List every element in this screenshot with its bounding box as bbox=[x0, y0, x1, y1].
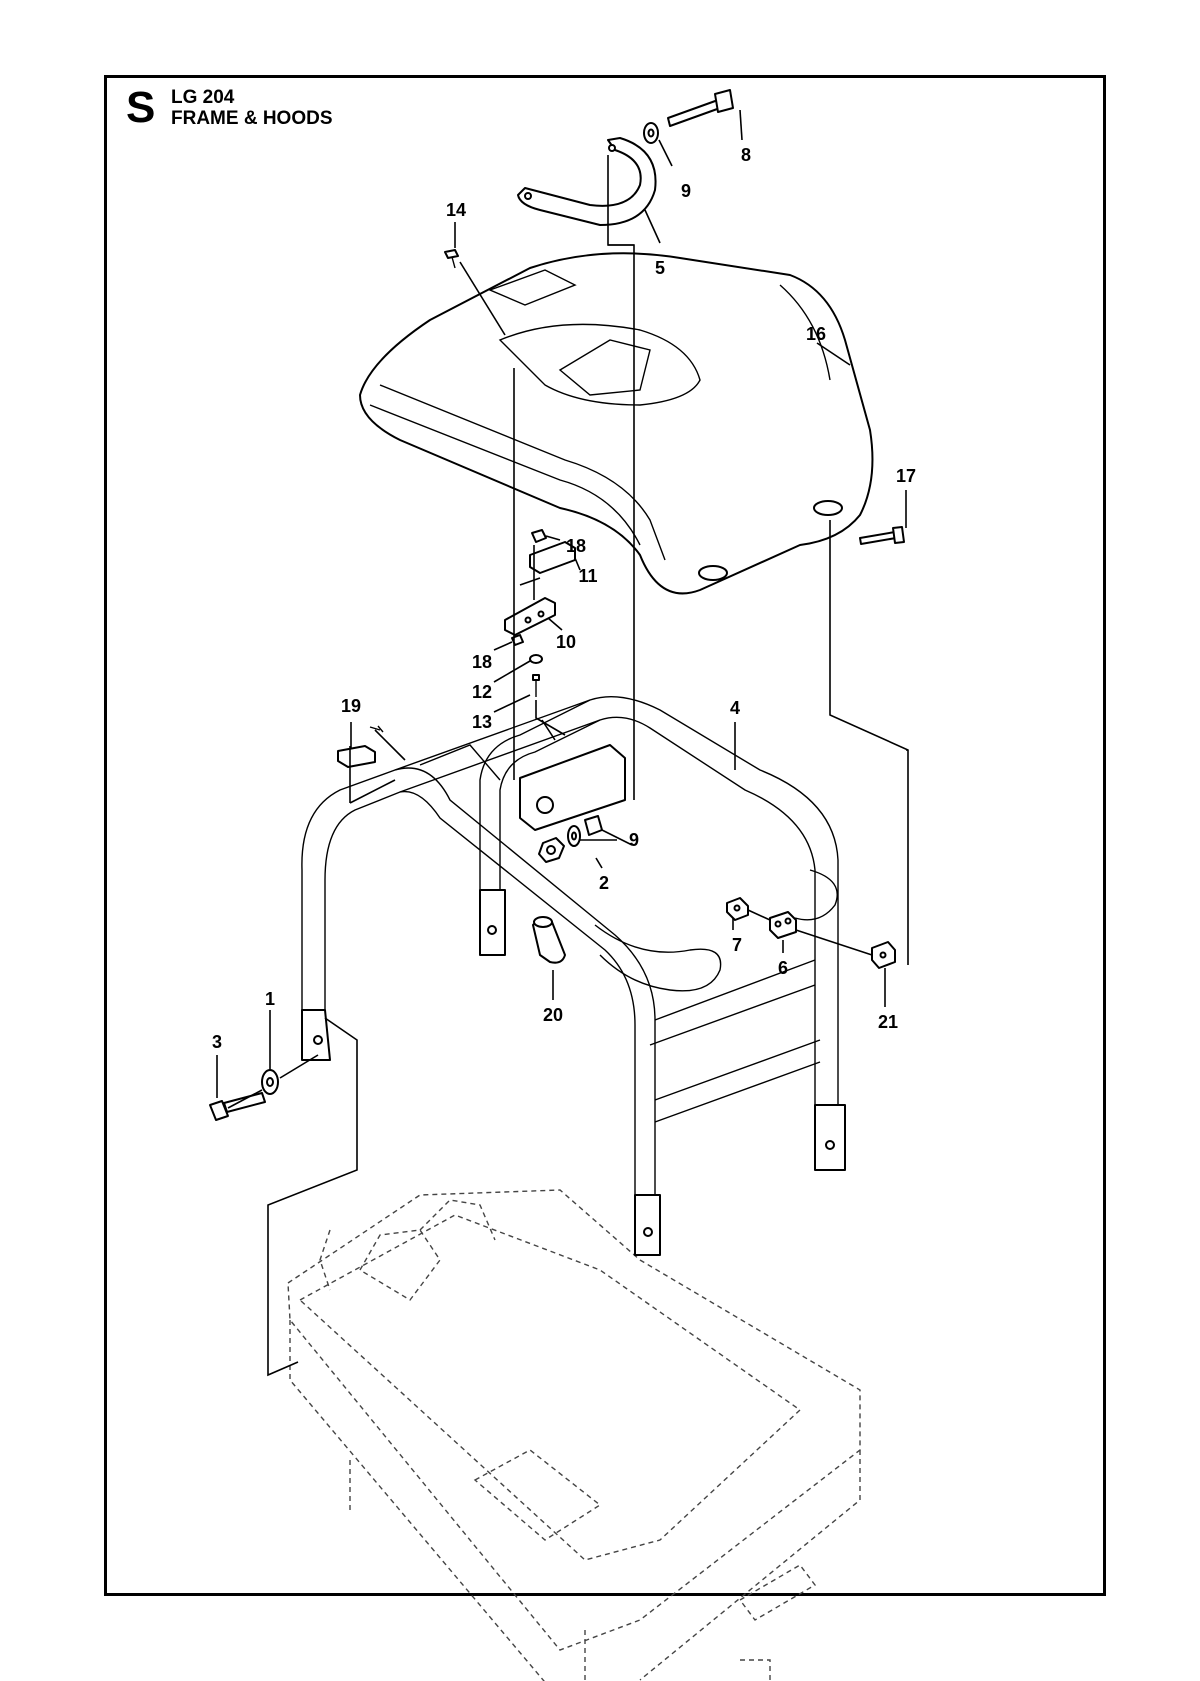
diagram-title: FRAME & HOODS bbox=[171, 108, 333, 129]
callout-12: 12 bbox=[472, 682, 492, 702]
clip-7 bbox=[726, 897, 749, 921]
callout-21: 21 bbox=[878, 1012, 898, 1032]
callout-19: 19 bbox=[341, 696, 361, 716]
screw-14 bbox=[444, 249, 459, 269]
callout-10: 10 bbox=[556, 632, 576, 652]
washer-9-lower bbox=[567, 825, 581, 847]
callout-16: 16 bbox=[806, 324, 826, 344]
callout-4: 4 bbox=[730, 698, 740, 718]
bushing-20 bbox=[532, 916, 566, 964]
callout-labels: 8 9 5 14 16 17 18 11 10 18 12 13 19 4 9 … bbox=[212, 145, 916, 1052]
washer-9-top bbox=[643, 122, 659, 144]
plate-21 bbox=[871, 941, 896, 969]
machine-base-outline bbox=[287, 1189, 861, 1681]
hood-strap bbox=[517, 137, 657, 226]
callout-1: 1 bbox=[265, 989, 275, 1009]
callout-17: 17 bbox=[896, 466, 916, 486]
callout-2: 2 bbox=[599, 873, 609, 893]
callout-20: 20 bbox=[543, 1005, 563, 1025]
callout-3: 3 bbox=[212, 1032, 222, 1052]
bracket-10 bbox=[504, 597, 556, 636]
washer-1 bbox=[261, 1069, 279, 1095]
clip-near-19 bbox=[369, 725, 384, 733]
bracket-6 bbox=[769, 911, 797, 939]
callout-6: 6 bbox=[778, 958, 788, 978]
nut-2 bbox=[538, 837, 565, 863]
callout-18-top: 18 bbox=[566, 536, 586, 556]
assembly-lines bbox=[227, 155, 909, 1377]
screw-17 bbox=[859, 526, 905, 545]
diagram-border bbox=[104, 75, 1106, 1596]
roll-frame bbox=[301, 695, 846, 1256]
callout-18-lower: 18 bbox=[472, 652, 492, 672]
section-letter: S bbox=[126, 83, 156, 132]
bolt-3 bbox=[209, 1092, 266, 1121]
callout-leaders bbox=[216, 109, 907, 1098]
callout-9-top: 9 bbox=[681, 181, 691, 201]
screw-13 bbox=[532, 674, 540, 697]
callout-7: 7 bbox=[732, 935, 742, 955]
pad-19 bbox=[337, 745, 376, 768]
washer-12 bbox=[529, 654, 543, 664]
callout-8: 8 bbox=[741, 145, 751, 165]
bolt-8 bbox=[667, 89, 734, 127]
callout-11: 11 bbox=[578, 566, 597, 586]
model-label: LG 204 bbox=[171, 87, 235, 108]
callout-9-lower: 9 bbox=[629, 830, 639, 850]
callout-5: 5 bbox=[655, 258, 665, 278]
engine-hood bbox=[359, 252, 874, 595]
callout-13: 13 bbox=[472, 712, 492, 732]
callout-14: 14 bbox=[446, 200, 466, 220]
nut-18-top bbox=[531, 529, 547, 543]
spacer-near-9 bbox=[584, 815, 603, 836]
